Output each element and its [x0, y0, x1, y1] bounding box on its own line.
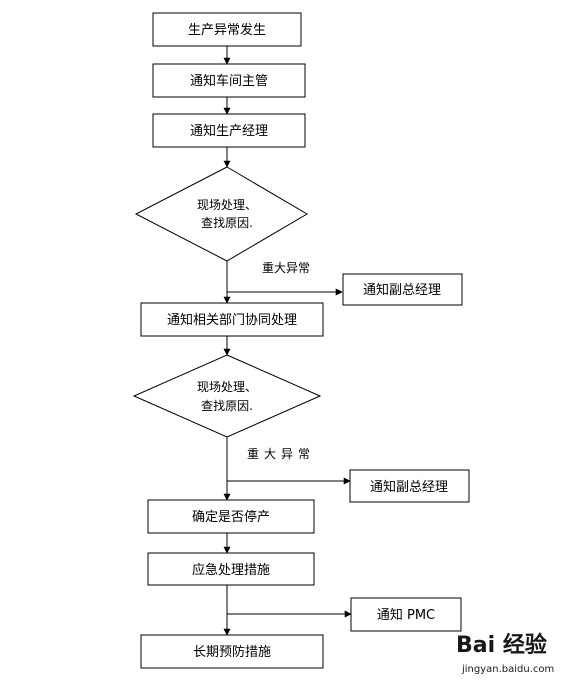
node-label: 生产异常发生 — [188, 22, 266, 38]
watermark-url: jingyan.baidu.com — [461, 664, 554, 675]
node-label: 通知副总经理 — [363, 282, 441, 298]
node-decide-stop-production: 确定是否停产 — [147, 499, 315, 534]
node-label: 通知生产经理 — [190, 123, 268, 139]
edge-label-major-exception: 重大异常 — [262, 261, 310, 275]
node-label: 确定是否停产 — [192, 509, 270, 525]
node-label: 应急处理措施 — [192, 562, 270, 578]
node-label: 通知相关部门协同处理 — [167, 312, 297, 328]
decision-label-line2: 查找原因. — [201, 399, 253, 413]
decision-onsite-investigate-2: 现场处理、 查找原因. — [132, 354, 322, 438]
side-node-notify-vp-1: 通知副总经理 — [342, 273, 463, 306]
decision-label-line1: 现场处理、 — [197, 380, 257, 394]
decision-label-line1: 现场处理、 — [197, 198, 257, 212]
side-node-notify-pmc: 通知 PMC — [350, 597, 462, 632]
decision-onsite-investigate-1: 现场处理、 查找原因. — [134, 166, 308, 262]
node-notify-workshop-supervisor: 通知车间主管 — [152, 63, 306, 98]
edge-label-major-exception: 重大异常 — [247, 447, 315, 461]
node-label: 长期预防措施 — [193, 644, 271, 660]
node-long-term-prevention: 长期预防措施 — [140, 634, 324, 669]
decision-label-line2: 查找原因. — [201, 216, 253, 230]
watermark-text: Bai 经验 — [456, 632, 547, 658]
node-notify-departments: 通知相关部门协同处理 — [140, 302, 324, 337]
node-label: 通知车间主管 — [190, 73, 268, 89]
node-exception-occurs: 生产异常发生 — [152, 12, 302, 47]
side-node-notify-vp-2: 通知副总经理 — [349, 469, 470, 503]
node-label: 通知 PMC — [377, 607, 435, 623]
node-label: 通知副总经理 — [370, 479, 448, 495]
node-emergency-measures: 应急处理措施 — [147, 552, 315, 586]
watermark: Bai 经验 jingyan.baidu.com — [456, 632, 554, 675]
node-notify-production-manager: 通知生产经理 — [152, 113, 306, 148]
